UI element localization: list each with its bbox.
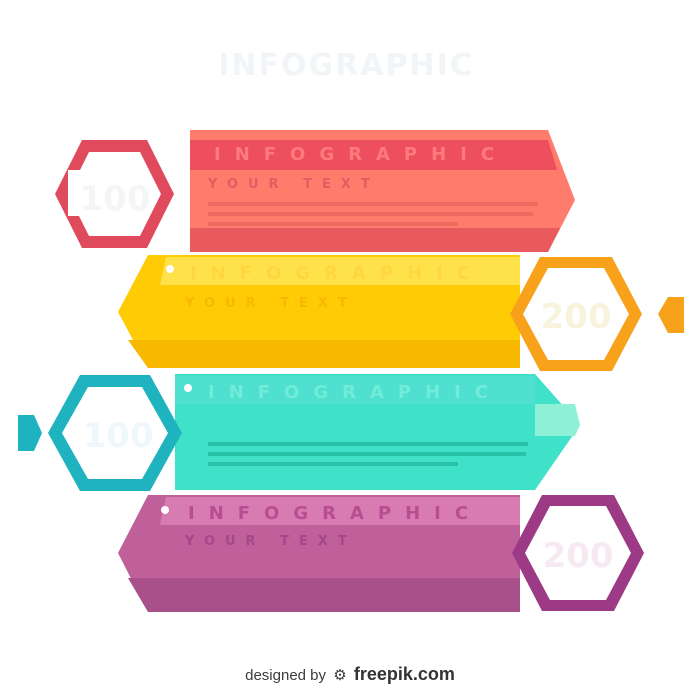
row-4-top-strip: [160, 497, 520, 525]
row-2-bullet: [166, 265, 174, 273]
row-1-bullet: [179, 149, 187, 157]
row-3-side-marker: [18, 415, 42, 451]
row-2-bottom-shade: [128, 340, 520, 368]
row-3-top-strip: [175, 376, 535, 404]
infographic-row-3: INFOGRAPHIC 100: [18, 374, 580, 491]
freepik-logo-icon: ⚙: [333, 667, 347, 684]
infographic-row-1: INFOGRAPHIC YOUR TEXT 100: [55, 130, 575, 252]
row-1-top-strip: [190, 140, 557, 170]
row-1-bottom-shade: [190, 228, 560, 252]
row-4-bottom-shade: [128, 578, 520, 612]
footer-prefix: designed by: [245, 667, 327, 684]
row-1-subtitle: YOUR TEXT: [207, 177, 380, 192]
row-3-right-accent: [535, 404, 580, 436]
row-2-side-marker: [658, 297, 684, 333]
row-1-label: INFOGRAPHIC: [214, 144, 508, 165]
row-1-number: 100: [80, 179, 151, 219]
row-4-subtitle: YOUR TEXT: [184, 534, 357, 549]
row-4-bullet: [161, 506, 169, 514]
row-4-number: 200: [543, 536, 614, 576]
row-2-number: 200: [541, 297, 612, 337]
infographic-title: INFOGRAPHIC: [218, 48, 473, 83]
infographic-row-4: INFOGRAPHIC YOUR TEXT 200: [118, 495, 644, 612]
row-1-hexagon-inner: [68, 152, 161, 236]
footer-brand[interactable]: freepik.com: [353, 664, 455, 684]
row-2-subtitle: YOUR TEXT: [184, 296, 357, 311]
row-2-hexagon-inner: [523, 268, 629, 360]
row-3-label: INFOGRAPHIC: [208, 382, 502, 403]
infographic-row-2: INFOGRAPHIC YOUR TEXT 200: [118, 255, 684, 371]
row-3-bullet: [184, 384, 192, 392]
footer-credit: designed by ⚙ freepik.com: [0, 664, 700, 685]
row-4-hexagon-inner: [525, 506, 631, 600]
row-3-number: 100: [83, 416, 154, 456]
row-1-hexagon-tab: [68, 170, 80, 216]
row-1-placeholder-text: [208, 202, 538, 226]
row-4-label: INFOGRAPHIC: [188, 503, 482, 524]
row-3-placeholder-text: [208, 442, 528, 466]
row-2-top-strip: [160, 257, 520, 285]
row-3-hexagon-inner: [62, 387, 168, 479]
row-2-label: INFOGRAPHIC: [190, 263, 484, 284]
